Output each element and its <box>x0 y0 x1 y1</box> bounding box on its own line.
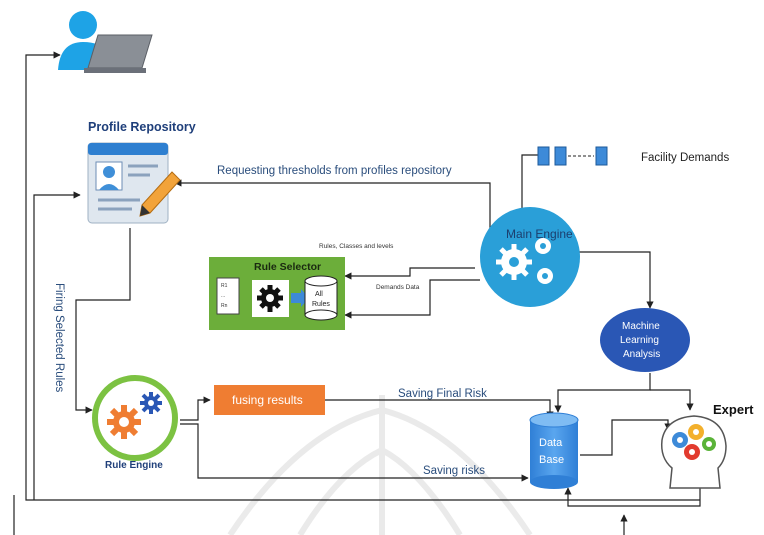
rule-engine-node[interactable]: Rule Engine <box>92 375 178 471</box>
demands-data-line <box>344 279 480 319</box>
expert-to-db-line <box>564 480 701 507</box>
fusing-to-db-line <box>325 399 554 419</box>
doc-line-1: R1 <box>221 283 228 289</box>
ml-to-db-line <box>554 373 651 413</box>
database-label-2: Base <box>539 454 564 466</box>
requesting-thresholds-line <box>174 179 491 232</box>
expert-label: Expert <box>713 402 754 417</box>
profile-card-icon <box>87 142 181 224</box>
engine-to-fusing-line <box>180 396 211 421</box>
background-watermark <box>227 395 533 535</box>
firing-selected-rules-label: Firing Selected Rules <box>53 283 65 393</box>
firing-rules-line <box>75 228 131 414</box>
connectors <box>13 51 701 535</box>
main-engine-node[interactable]: Main Engine <box>480 207 580 307</box>
into-profile-line <box>33 191 81 500</box>
rules-classes-levels-label: Rules, Classes and levels <box>319 243 394 250</box>
gear-icon <box>252 280 289 317</box>
rule-document-icon: R1 ... Rn <box>216 277 240 315</box>
all-rules-label-2: Rules <box>312 301 330 308</box>
profile-repository-title: Profile Repository <box>88 120 196 134</box>
main-engine-label: Main Engine <box>506 227 573 241</box>
saving-risks-line <box>180 423 529 482</box>
fusing-results-node[interactable]: fusing results <box>214 385 325 415</box>
database-node[interactable]: Data Base <box>529 412 579 489</box>
requesting-thresholds-label: Requesting thresholds from profiles repo… <box>217 165 452 177</box>
doc-line-3: Rn <box>221 303 228 309</box>
rule-selector-node[interactable]: Rule Selector R1 ... Rn All Rules <box>209 257 345 330</box>
db-to-expert-line <box>580 419 672 456</box>
all-rules-database-icon: All Rules <box>304 275 338 321</box>
ml-label-3: Analysis <box>623 349 660 360</box>
facility-demands-line <box>518 154 538 216</box>
user-laptop-icon <box>58 11 153 73</box>
ml-label-2: Learning <box>620 335 659 346</box>
ml-analysis-node[interactable]: Machine Learning Analysis <box>600 308 690 372</box>
expert-node[interactable]: Expert <box>660 402 754 489</box>
demands-data-label: Demands Data <box>376 284 420 291</box>
main-to-selector-line <box>344 267 475 280</box>
fusing-results-label: fusing results <box>232 393 303 407</box>
database-label-1: Data <box>539 437 563 449</box>
saving-risks-label: Saving risks <box>423 465 485 477</box>
saving-final-risk-label: Saving Final Risk <box>398 388 487 400</box>
ml-to-expert-line <box>650 389 694 411</box>
loop-to-user-line <box>25 51 700 501</box>
gears-icon <box>496 238 553 284</box>
queue-blocks-icon <box>537 146 608 166</box>
rule-selector-label: Rule Selector <box>254 261 321 273</box>
rule-engine-label: Rule Engine <box>105 460 163 471</box>
facility-demands-label: Facility Demands <box>641 152 729 164</box>
doc-line-2: ... <box>221 293 225 299</box>
ml-label-1: Machine <box>622 321 660 332</box>
main-to-ml-line <box>578 251 654 309</box>
head-gears-icon <box>660 415 727 489</box>
gears-icon <box>107 392 162 439</box>
all-rules-label-1: All <box>315 291 323 298</box>
